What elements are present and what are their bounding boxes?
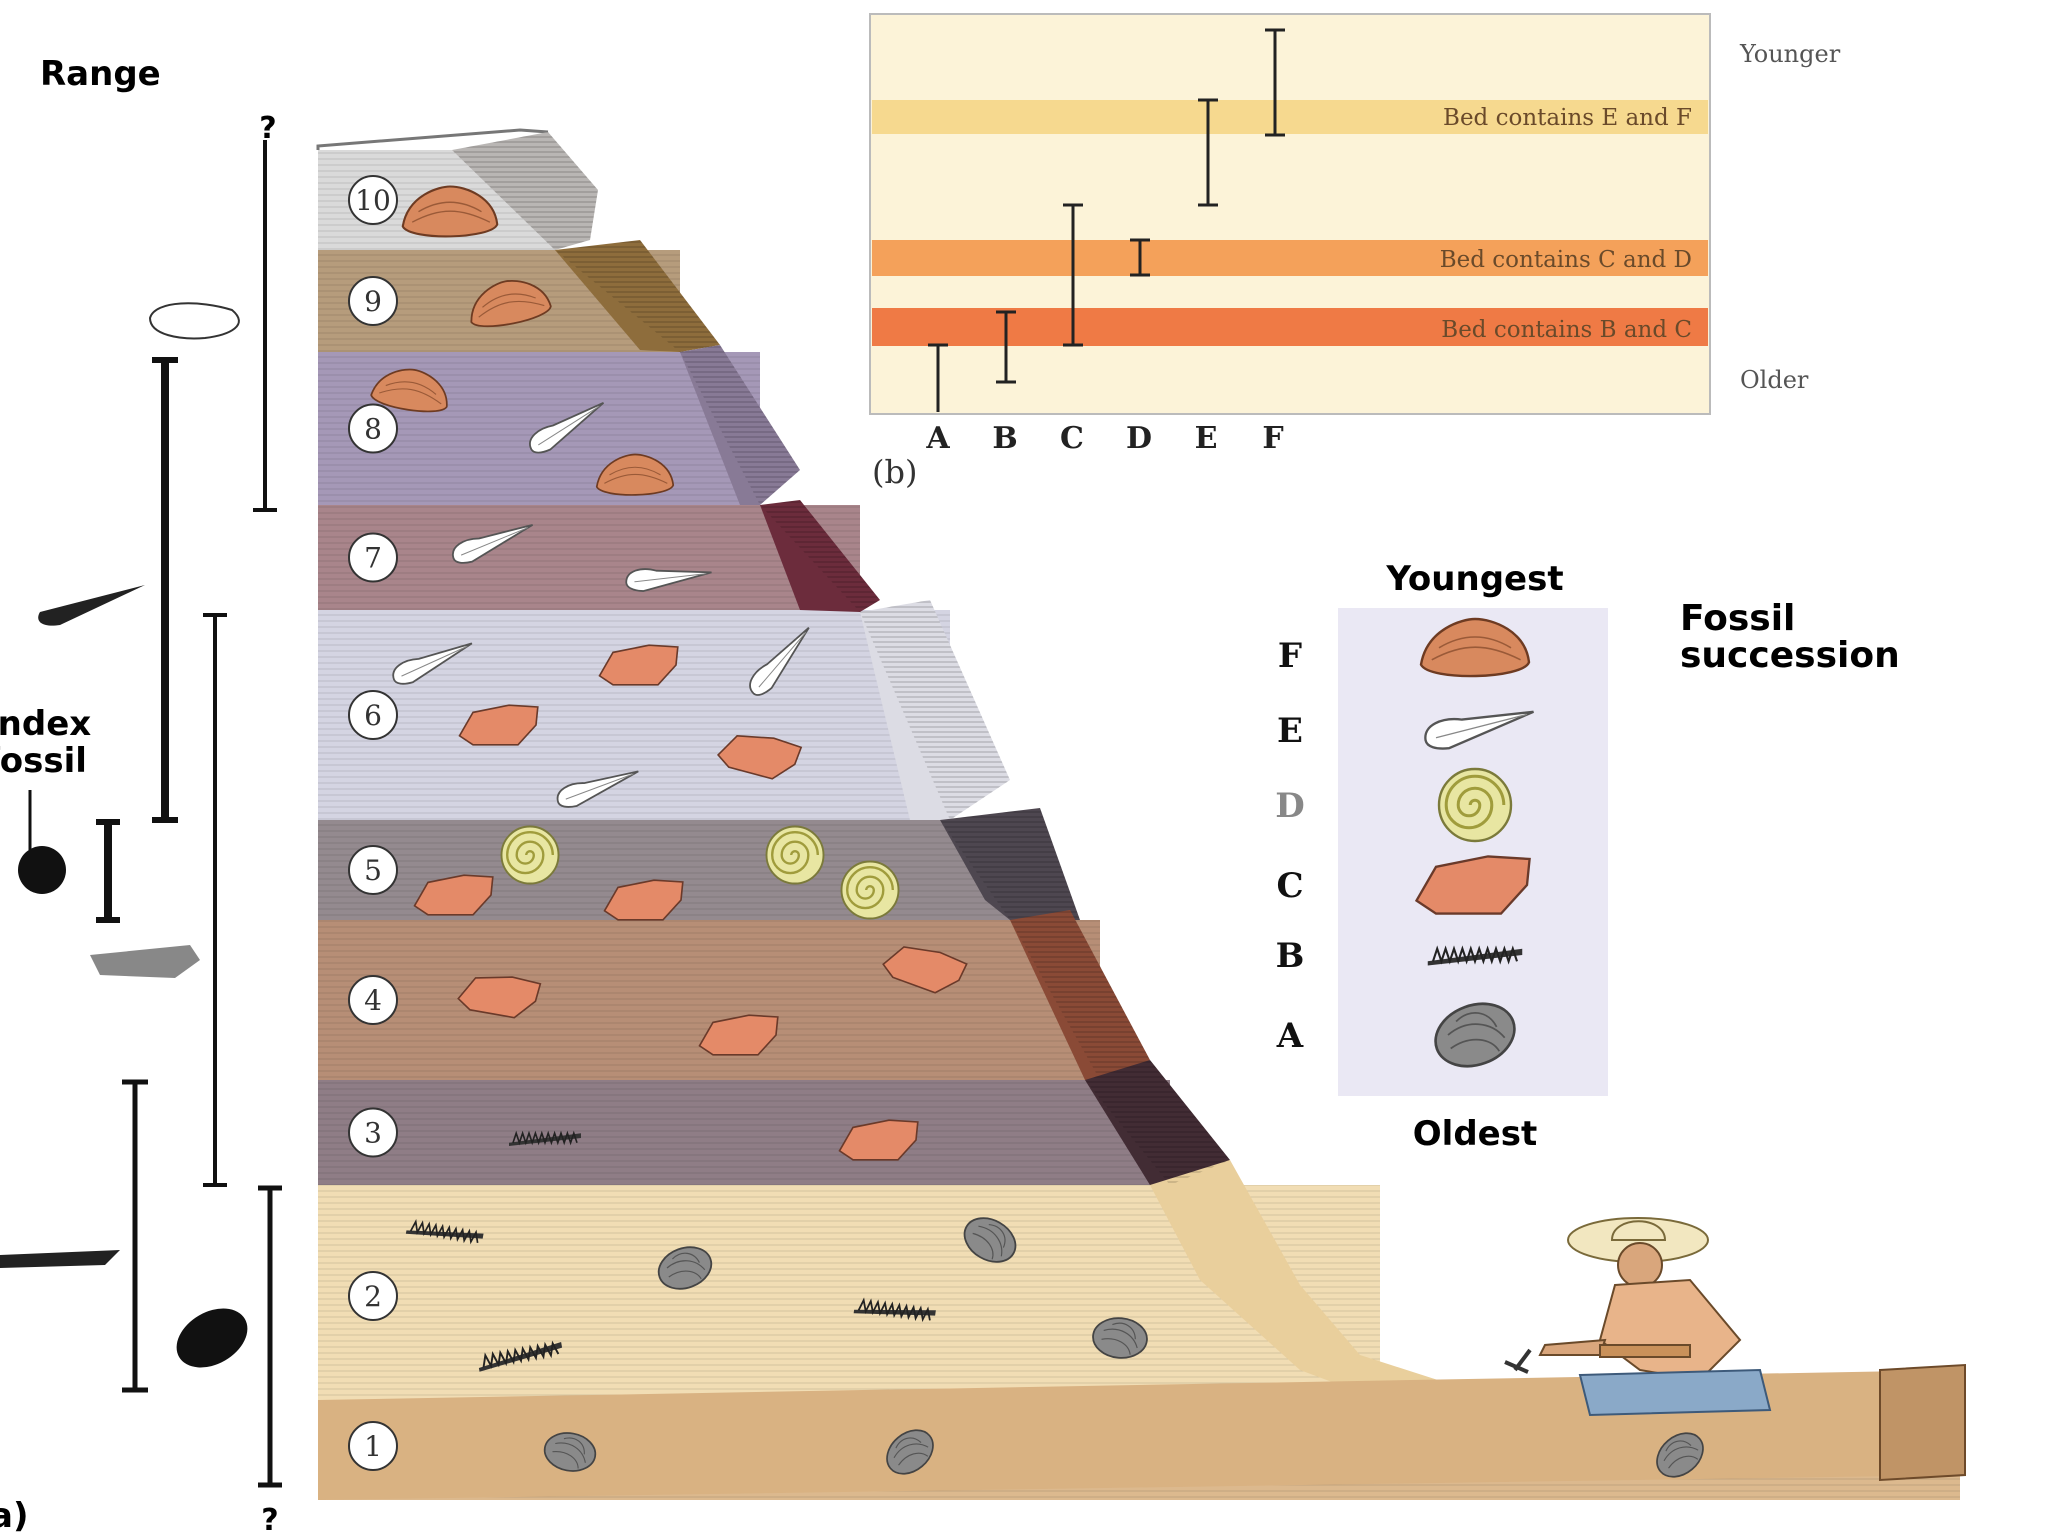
- range-unknown-top: ?: [259, 111, 276, 146]
- index-fossil-label-line2: fossil: [0, 741, 87, 781]
- fossil-axis-letter: C: [1060, 421, 1084, 456]
- leaf-fossil-icon: [90, 945, 200, 978]
- succession-letter: D: [1275, 786, 1304, 826]
- bed-band: [872, 308, 1708, 346]
- part-b-label: (b): [872, 453, 917, 491]
- fossil-axis-letter: D: [1126, 421, 1152, 456]
- geologist-figure: [1504, 1217, 1772, 1417]
- layer-number-badge: [348, 403, 398, 454]
- younger-label: Younger: [1739, 40, 1841, 68]
- bed-label: Bed contains B and C: [1441, 317, 1692, 343]
- succession-title-line2: succession: [1680, 635, 1900, 676]
- part-a-label: a): [0, 1496, 28, 1536]
- succession-letter: B: [1276, 936, 1305, 976]
- bed-label: Bed contains E and F: [1443, 105, 1692, 131]
- bed-label: Bed contains C and D: [1440, 247, 1692, 273]
- layer-numbers: 1 2 3 4 5 6 7 8 9 10: [348, 175, 398, 1471]
- layer-number: 5: [364, 854, 382, 887]
- layer-number-badge: [348, 1107, 398, 1158]
- youngest-label: Youngest: [1385, 559, 1563, 599]
- succession-letter: F: [1278, 636, 1302, 676]
- layer-number-badge: [348, 845, 398, 895]
- layer-number-badge: [348, 690, 398, 740]
- fossil-axis-letters: A B C D E F: [925, 421, 1283, 456]
- clam-shell-icon: [148, 302, 240, 340]
- succession-letter: C: [1276, 866, 1303, 906]
- fossil-axis-letter: F: [1262, 421, 1283, 456]
- range-bars: ? ?: [0, 111, 282, 1536]
- succession-letter: E: [1277, 711, 1303, 751]
- ammonite-icon: [765, 825, 825, 885]
- range-title: Range: [40, 54, 161, 94]
- layer-number-badge: [348, 975, 398, 1025]
- ammonite-icon: [18, 846, 66, 894]
- ammonite-icon: [1437, 767, 1513, 843]
- layer-number: 9: [364, 285, 382, 318]
- layer-number-badge: [348, 1271, 398, 1321]
- layer-number: 1: [364, 1430, 382, 1463]
- crinoid-stem-icon: [0, 1250, 120, 1268]
- bed-band: [872, 240, 1708, 276]
- fossil-axis-letter: E: [1195, 421, 1218, 456]
- layer-number: 7: [364, 542, 382, 575]
- index-fossil-label-line1: Index: [0, 704, 91, 744]
- cone-shell-icon: [38, 585, 145, 626]
- succession-letter: A: [1276, 1016, 1304, 1056]
- layer-number: 8: [364, 413, 382, 446]
- layer-number-badge: [348, 1421, 398, 1471]
- layer-number: 3: [364, 1117, 382, 1150]
- fossil-axis-letter: B: [992, 421, 1017, 456]
- layer-number: 10: [355, 184, 391, 217]
- cliff-face: [318, 132, 1966, 1500]
- oldest-label: Oldest: [1413, 1114, 1537, 1154]
- ammonite-icon: [500, 825, 560, 885]
- layer-number-badge: [348, 175, 398, 225]
- range-chart-frame: [869, 13, 1711, 415]
- bed-band: [872, 100, 1708, 134]
- layer-number: 6: [364, 699, 382, 732]
- fossil-axis-letter: A: [925, 421, 950, 456]
- succession-title-line1: Fossil: [1680, 598, 1795, 639]
- range-unknown-bottom: ?: [261, 1503, 278, 1536]
- ammonite-icon: [840, 860, 900, 920]
- bed-bands: Bed contains E and F Bed contains C and D…: [872, 100, 1708, 346]
- fossil-range-lines: [928, 28, 1285, 412]
- older-label: Older: [1740, 366, 1809, 394]
- layer-number-badge: [348, 276, 398, 326]
- trilobite-icon: [176, 1308, 248, 1368]
- layer-number: 2: [364, 1280, 382, 1313]
- layer-number: 4: [364, 984, 382, 1017]
- layer-number-badge: [348, 532, 398, 583]
- range-chart: Bed contains E and F Bed contains C and D…: [869, 13, 1841, 491]
